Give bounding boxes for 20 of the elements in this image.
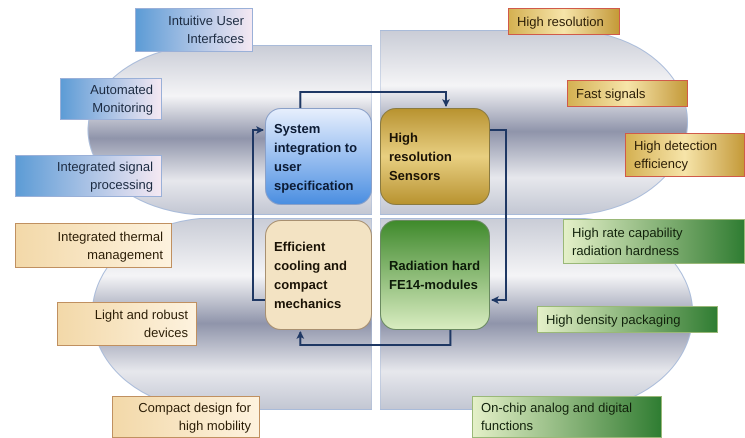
label-box: On-chip analog and digital functions [472, 396, 662, 438]
rounded-box: System integration to user specification [265, 108, 372, 205]
arrow [296, 330, 452, 346]
label-box: High resolution [508, 8, 620, 35]
label-box: Compact design for high mobility [112, 396, 260, 438]
label-box: High detection efficiency [625, 133, 745, 177]
label-box: Intuitive User Interfaces [135, 8, 253, 52]
label-box: Light and robust devices [57, 302, 197, 346]
rounded-box: High resolution Sensors [380, 108, 490, 205]
label-box: High density packaging [537, 306, 718, 333]
label-box: Integrated signal processing [15, 155, 162, 197]
rounded-box: Radiation hard FE14-modules [380, 220, 490, 330]
arrow [252, 126, 265, 301]
rounded-box: Efficient cooling and compact mechanics [265, 220, 372, 330]
label-box: Integrated thermal management [15, 223, 172, 268]
arrow [299, 91, 450, 108]
label-box: Fast signals [567, 80, 688, 107]
arrow [490, 129, 507, 304]
label-box: Automated Monitoring [60, 78, 162, 120]
label-box: High rate capability radiation hardness [563, 219, 745, 264]
